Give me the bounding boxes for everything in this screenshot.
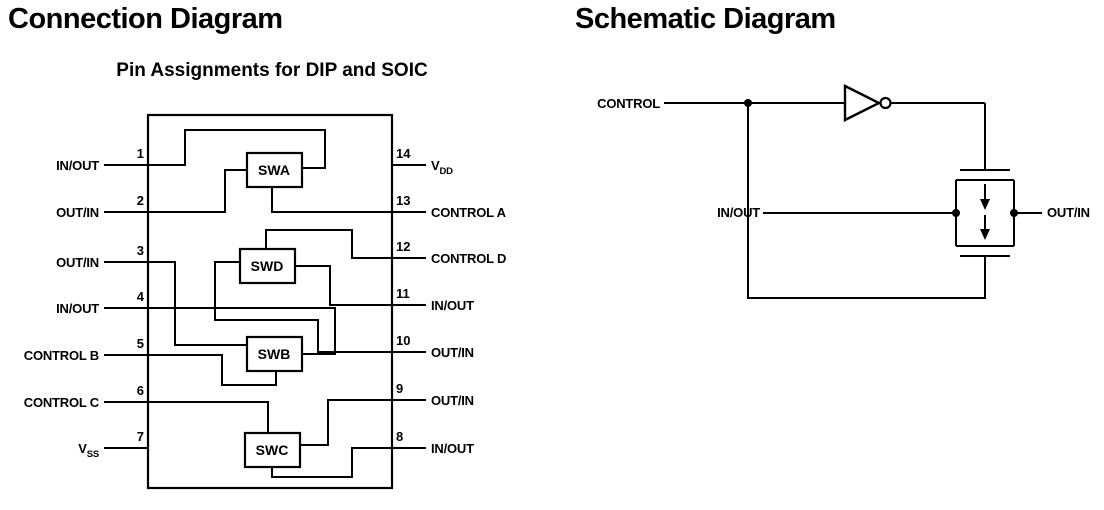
connection-title: Connection Diagram xyxy=(8,3,283,35)
pin-number: 4 xyxy=(137,289,145,304)
pin-label: OUT/IN xyxy=(56,205,99,220)
pin-number: 8 xyxy=(396,429,403,444)
pin-right-9: OUT/IN 9 xyxy=(392,381,474,408)
schematic-title: Schematic Diagram xyxy=(575,3,836,35)
pin-number: 1 xyxy=(137,146,144,161)
pin-left-3: OUT/IN 3 xyxy=(56,243,148,270)
inverter-bubble xyxy=(879,96,892,110)
switch-label: SWB xyxy=(258,346,291,362)
pin-number: 3 xyxy=(137,243,144,258)
pin-label: IN/OUT xyxy=(431,441,474,456)
internal-wiring xyxy=(148,129,392,478)
pin-left-7: VSS 7 xyxy=(78,429,148,460)
switch-swb: SWB xyxy=(245,335,304,373)
pin-number: 11 xyxy=(396,286,410,301)
pin-number: 13 xyxy=(396,193,410,208)
pin-left-4: IN/OUT 4 xyxy=(56,289,148,316)
connection-diagram: Connection Diagram Pin Assignments for D… xyxy=(8,3,507,490)
input-label: IN/OUT xyxy=(717,205,760,220)
pin-label: IN/OUT xyxy=(56,158,99,173)
output-label: OUT/IN xyxy=(1047,205,1090,220)
connection-subtitle: Pin Assignments for DIP and SOIC xyxy=(116,60,428,81)
pin-number: 9 xyxy=(396,381,403,396)
pin-number: 12 xyxy=(396,239,410,254)
transmission-gate xyxy=(763,169,1042,257)
pin-label: OUT/IN xyxy=(431,345,474,360)
switch-box xyxy=(238,247,297,285)
pin-label: CONTROL D xyxy=(431,251,506,266)
pin-number: 14 xyxy=(396,146,411,161)
pin-left-2: OUT/IN 2 xyxy=(56,193,148,220)
pin-number: 7 xyxy=(137,429,144,444)
switch-box xyxy=(245,151,304,189)
pin-number: 5 xyxy=(137,336,144,351)
switch-label: SWC xyxy=(256,442,289,458)
junction-dot xyxy=(1010,209,1018,217)
pin-label: OUT/IN xyxy=(56,255,99,270)
down-arrow-icon xyxy=(980,215,990,240)
switch-box xyxy=(243,431,302,469)
inverter-icon xyxy=(843,84,892,122)
pin-right-10: OUT/IN 10 xyxy=(392,333,474,360)
switch-swc: SWC xyxy=(243,431,302,469)
pin-number: 2 xyxy=(137,193,144,208)
pin-label: CONTROL A xyxy=(431,205,507,220)
pin-right-8: IN/OUT 8 xyxy=(392,429,474,456)
pin-left-1: IN/OUT 1 xyxy=(56,146,148,173)
junction-dot xyxy=(744,99,752,107)
down-arrow-icon xyxy=(980,184,990,210)
pin-right-12: CONTROL D 12 xyxy=(392,239,506,266)
pin-right-11: IN/OUT 11 xyxy=(392,286,474,313)
control-label: CONTROL xyxy=(597,96,660,111)
pin-number: 6 xyxy=(137,383,144,398)
pin-label: OUT/IN xyxy=(431,393,474,408)
switch-box xyxy=(245,335,304,373)
pin-label: VSS xyxy=(78,441,99,460)
pin-number: 10 xyxy=(396,333,410,348)
junction-dot xyxy=(952,209,960,217)
schematic-diagram: Schematic Diagram xyxy=(575,3,1090,299)
switch-swd: SWD xyxy=(238,247,297,285)
switch-swa: SWA xyxy=(245,151,304,189)
control-wiring xyxy=(664,102,986,299)
pin-label: CONTROL B xyxy=(24,348,99,363)
pin-label: VDD xyxy=(431,158,453,177)
pin-right-14: VDD 14 xyxy=(392,146,453,177)
pin-label: CONTROL C xyxy=(24,395,100,410)
switch-label: SWD xyxy=(251,258,284,274)
pin-label: IN/OUT xyxy=(56,301,99,316)
pin-label: IN/OUT xyxy=(431,298,474,313)
pin-left-5: CONTROL B 5 xyxy=(24,336,148,363)
pin-right-13: CONTROL A 13 xyxy=(392,193,507,220)
pin-left-6: CONTROL C 6 xyxy=(24,383,148,410)
switch-label: SWA xyxy=(258,162,290,178)
